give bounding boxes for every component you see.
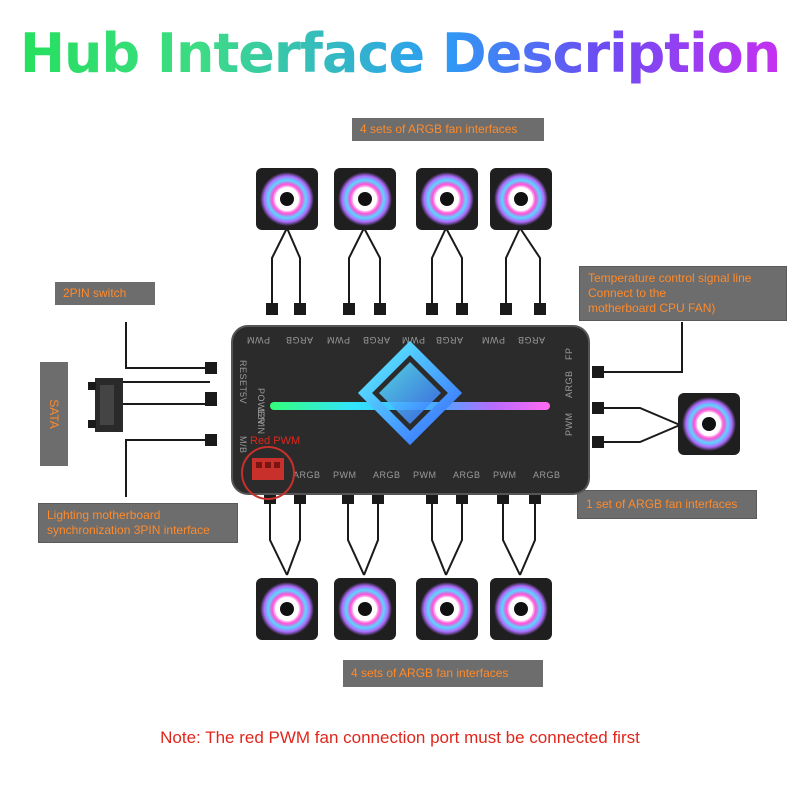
- top-fan-cables: [271, 227, 541, 305]
- note-red-pwm: Note: The red PWM fan connection port mu…: [160, 728, 640, 747]
- label-2pin-switch: 2PIN switch: [55, 282, 155, 305]
- right-cables: [600, 322, 683, 443]
- hub-top-port-labels: PWM ARGB PWM ARGB PWM ARGB PWM ARGB: [247, 335, 546, 345]
- fan-icon: [256, 578, 318, 640]
- red-pwm-port: [241, 446, 295, 500]
- bottom-fan-cables: [269, 503, 536, 576]
- temp-line-2: Connect to the: [588, 286, 667, 300]
- fan-icon: [490, 578, 552, 640]
- left-plugs: [205, 362, 217, 446]
- sata-connector-icon: [88, 378, 123, 432]
- temp-line-3: motherboard CPU FAN): [588, 301, 716, 315]
- page-title: Hub Interface Description: [0, 22, 800, 85]
- hub-port-label-left-inner: POWERIN: [256, 388, 266, 435]
- hub-port-label-right: PWM: [564, 413, 574, 437]
- label-right-fan: 1 set of ARGB fan interfaces: [577, 490, 757, 519]
- sync-line-1: Lighting motherboard: [47, 508, 161, 522]
- label-bottom-fans: 4 sets of ARGB fan interfaces: [343, 660, 543, 687]
- hub-port-label-bottom: ARGB: [533, 470, 561, 480]
- red-pwm-label: Red PWM: [250, 435, 300, 447]
- fan-icon: [490, 168, 552, 230]
- hub-port-label-left: RESET: [238, 360, 248, 393]
- hub-port-label-right: FP: [564, 347, 574, 360]
- hub-port-label-top: PWM: [482, 335, 506, 345]
- hub-right-port-labels: FP ARGB PWM: [564, 347, 574, 436]
- hub-port-label-bottom: ARGB: [373, 470, 401, 480]
- fan-icon: [678, 393, 740, 455]
- hub-port-label-top: ARGB: [285, 335, 313, 345]
- left-cables: [120, 322, 210, 497]
- fan-icon: [416, 578, 478, 640]
- hub-port-label-top: PWM: [327, 335, 351, 345]
- hub-port-label-bottom: PWM: [333, 470, 357, 480]
- rgb-light-bar: [270, 340, 550, 446]
- hub-port-label-left: M/B: [238, 436, 248, 454]
- hub-port-label-top: ARGB: [517, 335, 545, 345]
- label-top-fans: 4 sets of ARGB fan interfaces: [352, 118, 544, 141]
- hub-port-label-bottom: PWM: [413, 470, 437, 480]
- hub-port-label-top: PWM: [247, 335, 271, 345]
- fan-icon: [334, 578, 396, 640]
- fan-icon: [416, 168, 478, 230]
- hub-port-label-top: ARGB: [435, 335, 463, 345]
- label-sata: SATA: [40, 362, 68, 466]
- hub-bottom-port-labels: ARGB PWM ARGB PWM ARGB PWM ARGB: [293, 470, 561, 480]
- hub-port-label-bottom: ARGB: [293, 470, 321, 480]
- label-lighting-sync: Lighting motherboard synchronization 3PI…: [38, 503, 238, 543]
- hub-port-label-bottom: ARGB: [453, 470, 481, 480]
- fans-group: [256, 168, 740, 640]
- hub-port-label-bottom: PWM: [493, 470, 517, 480]
- sync-line-2: synchronization 3PIN interface: [47, 523, 210, 537]
- hub-port-label-top: PWM: [402, 335, 426, 345]
- hub-port-label-right: ARGB: [564, 370, 574, 398]
- fan-icon: [256, 168, 318, 230]
- fan-icon: [334, 168, 396, 230]
- hub-port-label-left: 5V: [238, 392, 248, 404]
- top-connector-plugs: [266, 303, 546, 315]
- temp-line-1: Temperature control signal line: [588, 271, 752, 285]
- label-temp-control: Temperature control signal line Connect …: [579, 266, 787, 321]
- hub-port-label-top: ARGB: [362, 335, 390, 345]
- hub-port-label-left-inner: 12V: [256, 408, 266, 426]
- right-plugs: [592, 366, 604, 448]
